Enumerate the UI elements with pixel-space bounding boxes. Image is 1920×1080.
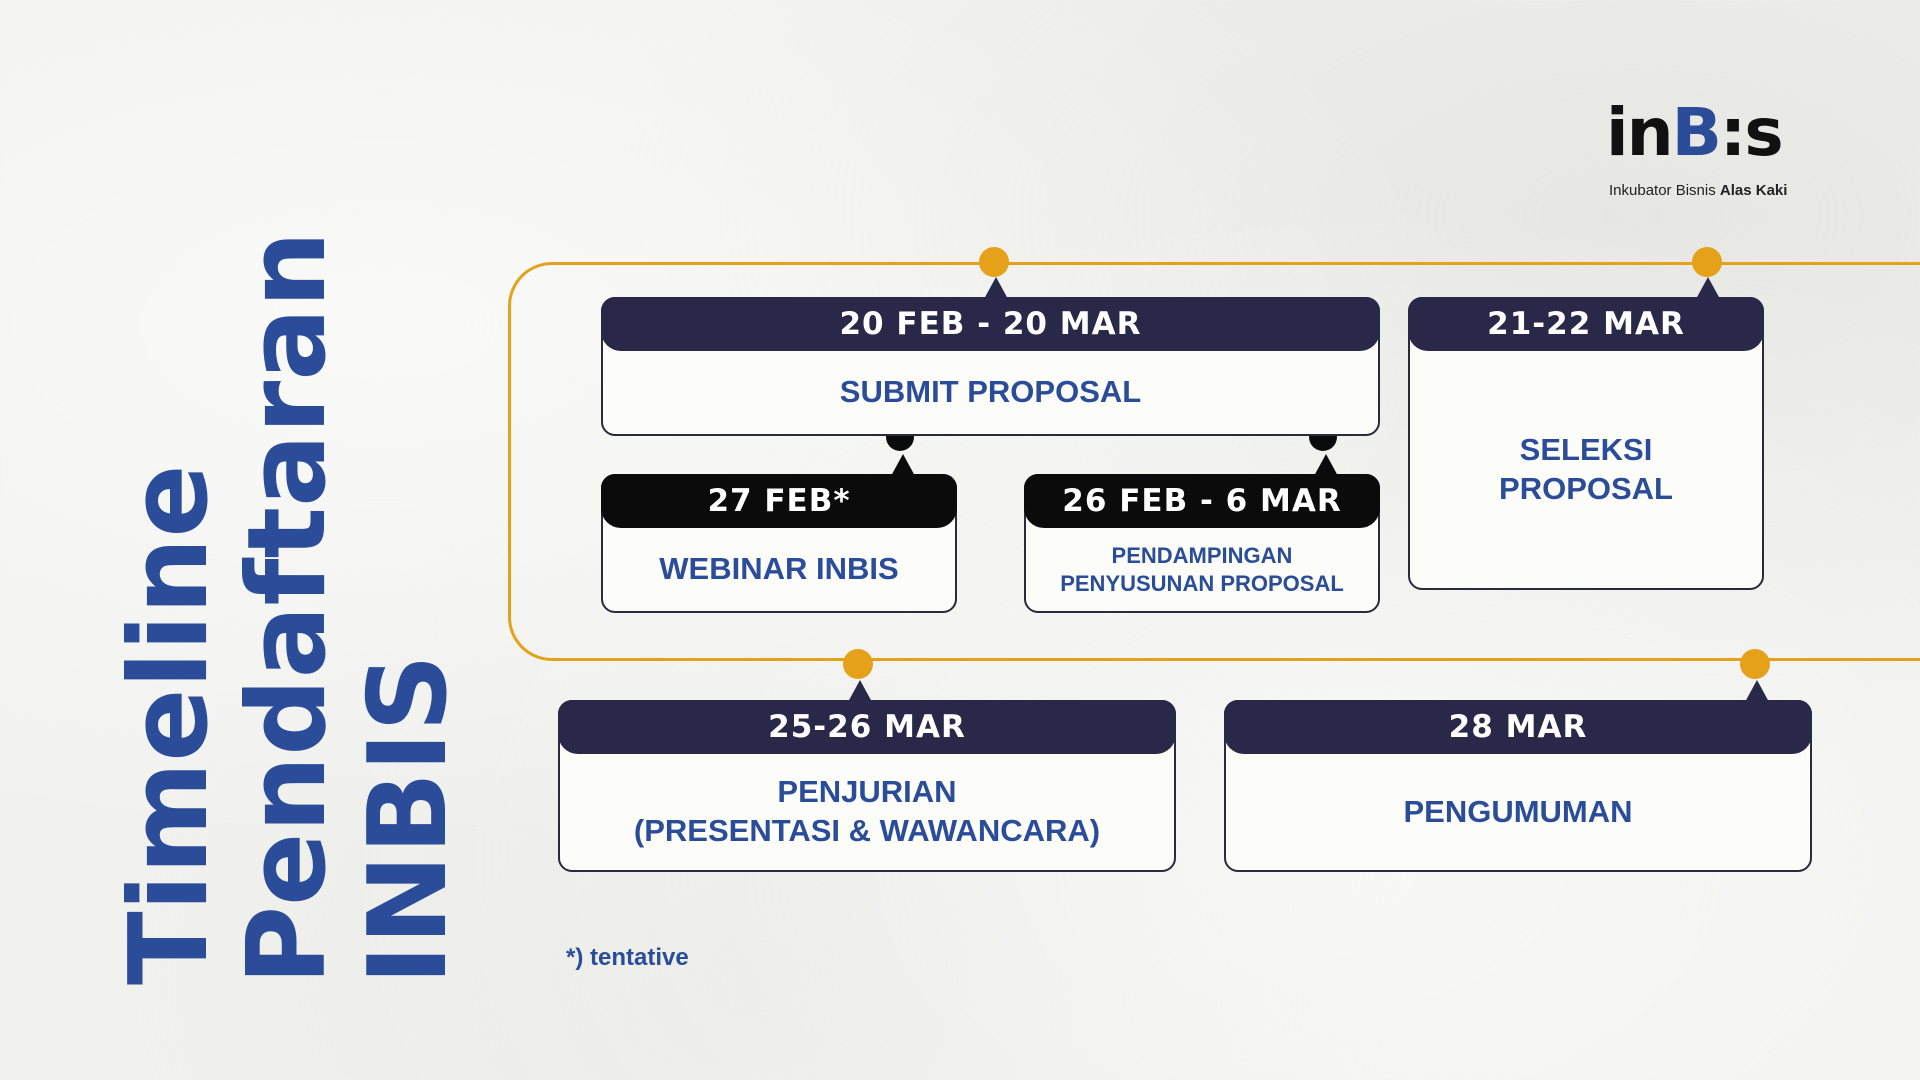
event-card-webinar-inbis: 27 FEB* WEBINAR INBIS <box>601 454 957 613</box>
event-label: WEBINAR INBIS <box>659 551 899 587</box>
logo-wordmark: inB:s <box>1606 94 1784 171</box>
event-label: PENGUMUMAN <box>1403 793 1633 829</box>
timeline-dot <box>1740 649 1770 679</box>
card-pointer <box>848 680 872 702</box>
card-pointer <box>984 277 1008 299</box>
event-date: 27 FEB* <box>601 474 957 528</box>
event-label: SELEKSI PROPOSAL <box>1499 431 1673 506</box>
event-date: 21-22 MAR <box>1408 297 1764 351</box>
tentative-note: *) tentative <box>566 944 689 971</box>
title-line-2: Pendaftaran <box>225 231 350 985</box>
event-card-penjurian: 25-26 MAR PENJURIAN (PRESENTASI & WAWANC… <box>558 680 1176 872</box>
event-card-pengumuman: 28 MAR PENGUMUMAN <box>1224 680 1812 872</box>
event-date: 28 MAR <box>1224 700 1812 754</box>
card-pointer <box>891 454 915 476</box>
inbis-logo: inB:s Inkubator Bisnis Alas Kaki <box>1606 64 1826 209</box>
title-line-1: Timeline <box>107 464 232 985</box>
timeline-track <box>508 262 1920 661</box>
card-pointer <box>1745 680 1769 702</box>
event-card-pendampingan: 26 FEB - 6 MAR PENDAMPINGAN PENYUSUNAN P… <box>1024 454 1380 613</box>
event-label: PENJURIAN (PRESENTASI & WAWANCARA) <box>633 774 1101 848</box>
event-card-seleksi-proposal: 21-22 MAR SELEKSI PROPOSAL <box>1408 277 1764 590</box>
event-date: 25-26 MAR <box>558 700 1176 754</box>
event-date: 20 FEB - 20 MAR <box>601 297 1380 351</box>
timeline-dot <box>1692 247 1722 277</box>
timeline-dot <box>843 649 873 679</box>
logo-tagline: Inkubator Bisnis Alas Kaki <box>1609 182 1788 199</box>
title-line-3: INBIS <box>346 654 471 985</box>
event-label: PENDAMPINGAN PENYUSUNAN PROPOSAL <box>1060 543 1344 596</box>
event-label: SUBMIT PROPOSAL <box>839 374 1142 410</box>
timeline-dot <box>979 247 1009 277</box>
event-date: 26 FEB - 6 MAR <box>1024 474 1380 528</box>
card-pointer <box>1696 277 1720 299</box>
event-card-submit-proposal: 20 FEB - 20 MAR SUBMIT PROPOSAL <box>601 277 1380 436</box>
card-pointer <box>1314 454 1338 476</box>
